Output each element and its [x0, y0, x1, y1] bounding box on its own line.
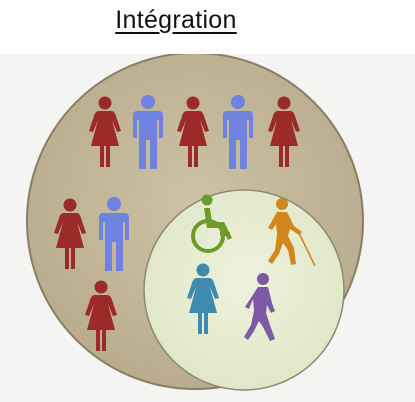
- diagram-canvas: [26, 54, 364, 391]
- diagram-title: Intégration: [115, 6, 237, 34]
- inner-circle: [143, 189, 345, 391]
- woman-icon: [177, 96, 209, 167]
- elderly-person-walking-icon: [244, 273, 275, 341]
- man-icon: [133, 95, 163, 169]
- wheelchair-user-icon: [191, 194, 232, 253]
- woman-icon: [85, 280, 117, 351]
- blind-person-with-cane-icon: [268, 198, 316, 267]
- woman-icon: [89, 96, 121, 167]
- woman-icon: [54, 198, 86, 269]
- woman-icon: [187, 263, 219, 334]
- man-icon: [223, 95, 253, 169]
- man-icon: [99, 197, 129, 271]
- woman-icon: [268, 96, 300, 167]
